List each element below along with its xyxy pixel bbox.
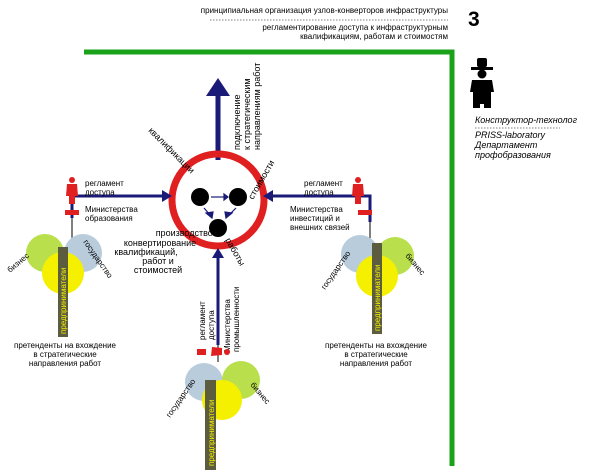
constructor-figure-icon <box>470 58 494 108</box>
org-line2: Департамент <box>474 140 538 150</box>
right-note-2: в стратегические <box>344 350 408 359</box>
label-qualifications: квалификации <box>147 125 197 175</box>
bottom-connector-head <box>212 248 224 258</box>
arrow-label-2: к стратегическим <box>242 78 252 150</box>
right-entrepreneurs-label: предприниматели <box>373 264 382 331</box>
left-business-label: бизнес <box>6 251 31 274</box>
left-note-3: направления работ <box>29 359 101 368</box>
core-up-arrow-head <box>206 78 230 96</box>
left-regulator-icon <box>65 177 79 215</box>
org-line1: PRISS-laboratory <box>475 130 546 140</box>
bottom-ministry-2: промышленности <box>232 287 241 352</box>
header-line3: квалификациям, работам и стоимостям <box>300 32 448 41</box>
left-ministry-2: образования <box>85 214 133 223</box>
left-note-2: в стратегические <box>33 350 97 359</box>
bottom-regulator-icon <box>197 347 230 356</box>
right-note-3: направления работ <box>340 359 412 368</box>
core-dot-right <box>229 188 247 206</box>
left-connector-head <box>162 190 172 202</box>
left-note-1: претенденты на вхождение <box>14 341 117 350</box>
center-text-5: стоимостей <box>134 265 182 275</box>
right-ministry-3: внешних связей <box>290 223 350 232</box>
center-text-4: работ и <box>142 256 174 266</box>
bottom-reg-2: доступа <box>207 310 216 340</box>
core-dot-bottom <box>209 219 227 237</box>
page-number: 3 <box>468 8 480 31</box>
bottom-reg-1: регламент <box>198 301 207 340</box>
right-reg-1: регламент <box>304 179 343 188</box>
center-text-1: производство и <box>156 228 221 238</box>
left-reg-1: регламент <box>85 179 124 188</box>
center-text-3: квалификаций, <box>114 247 177 257</box>
right-reg-2: доступа <box>304 188 334 197</box>
left-reg-2: доступа <box>85 188 115 197</box>
right-connector-head <box>263 190 273 202</box>
right-ministry-2: инвестиций и <box>290 214 340 223</box>
right-ministry-1: Министерства <box>290 205 343 214</box>
header-line1: принципиальная организация узлов-конверт… <box>201 6 448 15</box>
header-line2: регламентирование доступа к инфраструкту… <box>262 23 448 32</box>
bottom-entrepreneurs-bar <box>205 380 216 470</box>
core-inner-arrows <box>203 192 237 220</box>
left-ministry-1: Министерства <box>85 205 138 214</box>
left-entrepreneurs-bar <box>58 247 68 337</box>
right-regulator-icon <box>352 177 372 215</box>
core-arrow-labels: подключение к стратегическим направления… <box>232 63 262 150</box>
left-entrepreneurs-label: предприниматели <box>59 267 68 334</box>
bottom-state-label: государство <box>164 377 197 419</box>
center-text-2: конвертирование <box>124 238 196 248</box>
core-red-ring <box>168 150 268 250</box>
core-dot-left <box>191 188 209 206</box>
arrow-label-3: направлениям работ <box>252 63 262 150</box>
bottom-entrepreneurs-label: предприниматели <box>207 399 216 466</box>
bottom-ministry-1: Министерства <box>223 299 232 352</box>
right-entrepreneurs-bar <box>372 243 382 334</box>
green-frame-line <box>84 49 455 466</box>
org-line3: профобразования <box>475 150 551 160</box>
role-label: Конструктор-технолог <box>475 115 578 125</box>
arrow-label-1: подключение <box>232 95 242 150</box>
right-state-label: государство <box>319 249 352 291</box>
right-note-1: претенденты на вхождение <box>325 341 428 350</box>
